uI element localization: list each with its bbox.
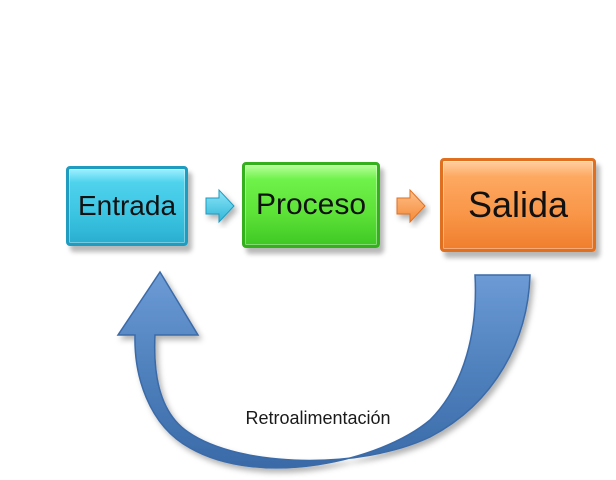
feedback-label: Retroalimentación (245, 408, 391, 428)
node-entrada-label: Entrada (77, 190, 177, 221)
arrow-entrada-proceso (205, 188, 235, 224)
feedback-arrow (116, 270, 531, 469)
node-proceso: Proceso (242, 162, 380, 248)
arrow-proceso-salida (396, 188, 426, 224)
node-proceso-label: Proceso (255, 188, 367, 221)
node-entrada: Entrada (66, 166, 188, 246)
node-salida: Salida (440, 158, 596, 252)
node-salida-label: Salida (467, 184, 569, 225)
